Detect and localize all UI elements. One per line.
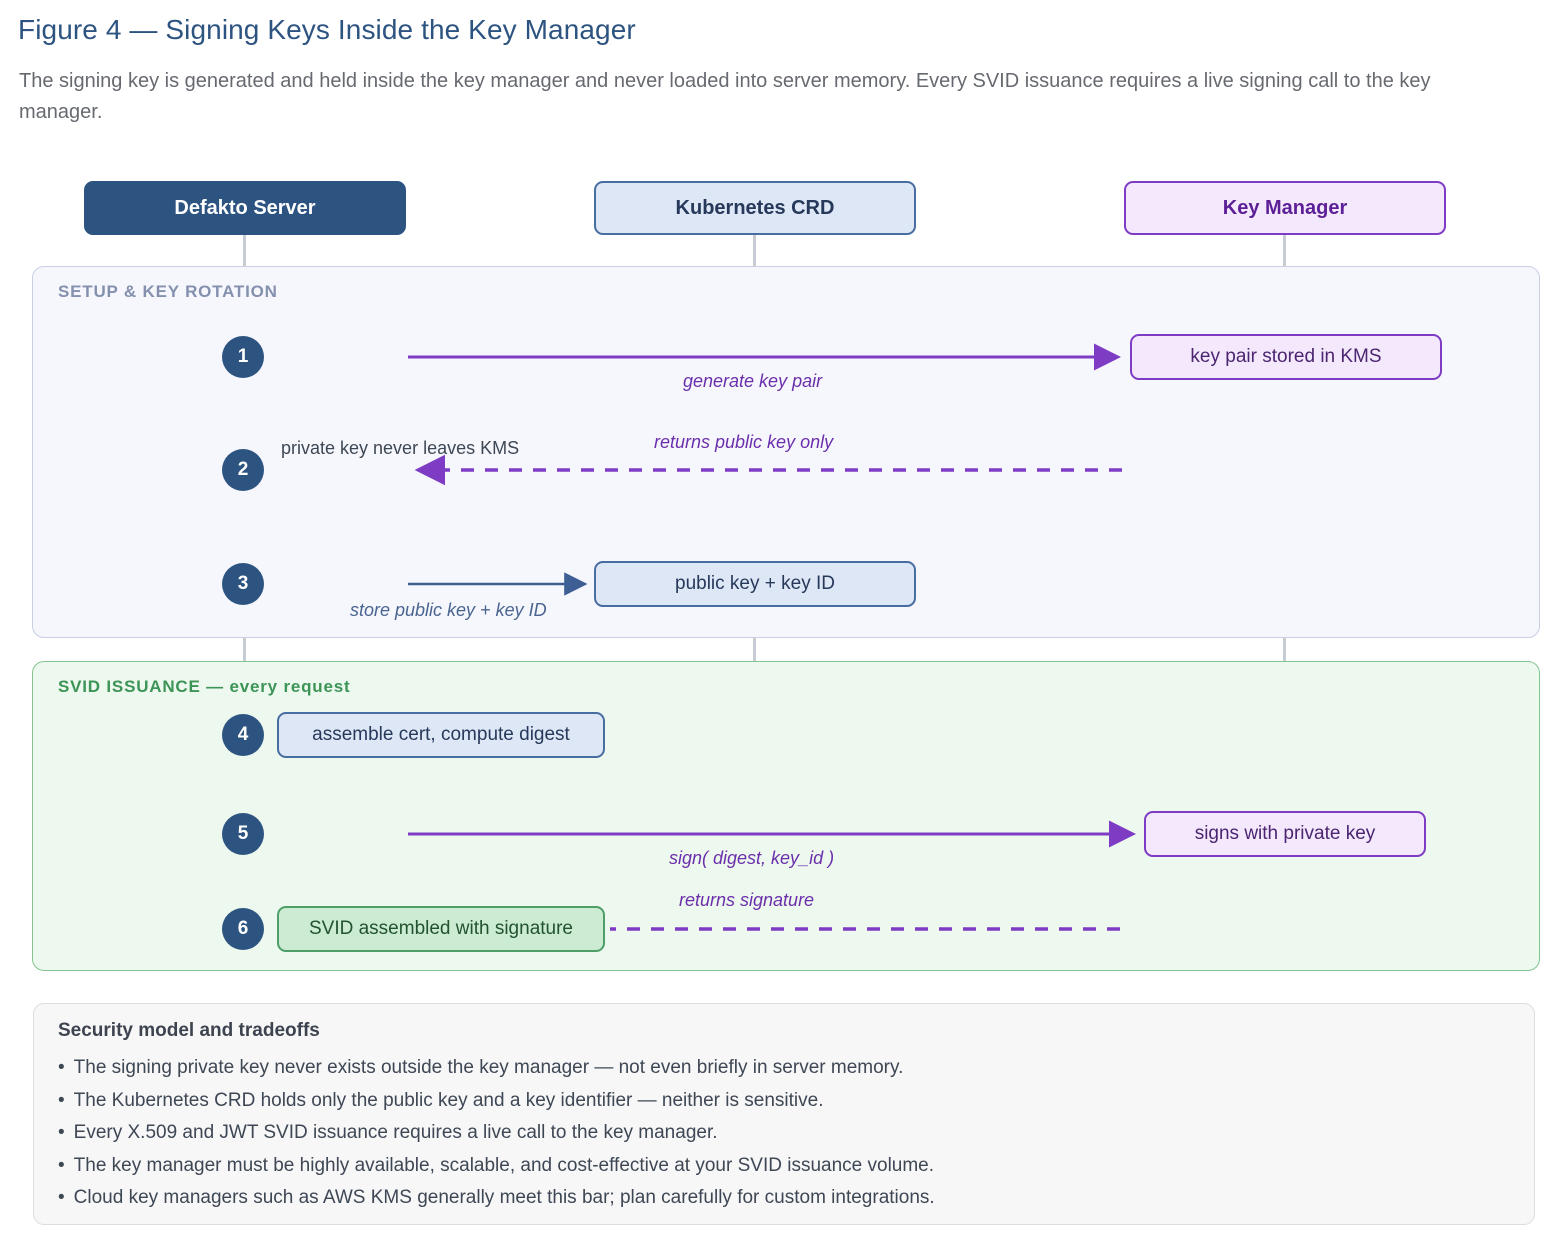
phase-panel-setup [32, 266, 1540, 638]
step-badge-5: 5 [222, 813, 264, 855]
step-badge-6: 6 [222, 908, 264, 950]
note-label: public key + key ID [675, 573, 835, 594]
note-label: assemble cert, compute digest [312, 724, 570, 745]
step-badge-2: 2 [222, 449, 264, 491]
lifeline-keymanager-gap [1283, 638, 1286, 662]
step-badge-4: 4 [222, 714, 264, 756]
page-title: Figure 4 — Signing Keys Inside the Key M… [18, 14, 636, 45]
actor-label: Kubernetes CRD [675, 196, 835, 219]
note-label: key pair stored in KMS [1190, 346, 1382, 367]
caption-step-2: returns public key only [654, 432, 834, 452]
actor-key-manager[interactable]: Key Manager [1124, 181, 1446, 235]
actor-label: Defakto Server [174, 196, 316, 219]
note-label: signs with private key [1194, 823, 1376, 844]
list-item: The key manager must be highly available… [58, 1150, 1478, 1183]
caption-step-3: store public key + key ID [350, 600, 547, 620]
phase-label-issuance: SVID ISSUANCE — every request [58, 677, 351, 696]
lifeline-crd-gap [753, 638, 756, 662]
list-item: The signing private key never exists out… [58, 1052, 1478, 1085]
caption-step-1: generate key pair [683, 371, 823, 391]
list-item: The Kubernetes CRD holds only the public… [58, 1085, 1478, 1118]
note-assemble-cert[interactable]: assemble cert, compute digest [277, 712, 605, 758]
note-signs-with-private-key[interactable]: signs with private key [1144, 811, 1426, 857]
figure-subtitle: The signing key is generated and held in… [19, 70, 1431, 123]
footer-title: Security model and tradeoffs [58, 1020, 320, 1041]
note-public-key-key-id[interactable]: public key + key ID [594, 561, 916, 607]
footer-bullet-list: The signing private key never exists out… [58, 1052, 1478, 1215]
actor-defakto-server[interactable]: Defakto Server [84, 181, 406, 235]
step-badge-3: 3 [222, 563, 264, 605]
actor-label: Key Manager [1222, 196, 1348, 219]
phase-label-setup: SETUP & KEY ROTATION [58, 282, 278, 301]
note-svid-assembled[interactable]: SVID assembled with signature [277, 906, 605, 952]
side-note-private-key: private key never leaves KMS [281, 438, 520, 458]
list-item: Every X.509 and JWT SVID issuance requir… [58, 1117, 1478, 1150]
step-badge-1: 1 [222, 336, 264, 378]
lifeline-server-gap [243, 638, 246, 662]
list-item: Cloud key managers such as AWS KMS gener… [58, 1182, 1478, 1215]
note-key-pair-stored[interactable]: key pair stored in KMS [1130, 334, 1442, 380]
actor-kubernetes-crd[interactable]: Kubernetes CRD [594, 181, 916, 235]
caption-step-6: returns signature [679, 890, 815, 910]
note-label: SVID assembled with signature [308, 918, 573, 939]
caption-step-5: sign( digest, key_id ) [669, 848, 835, 868]
